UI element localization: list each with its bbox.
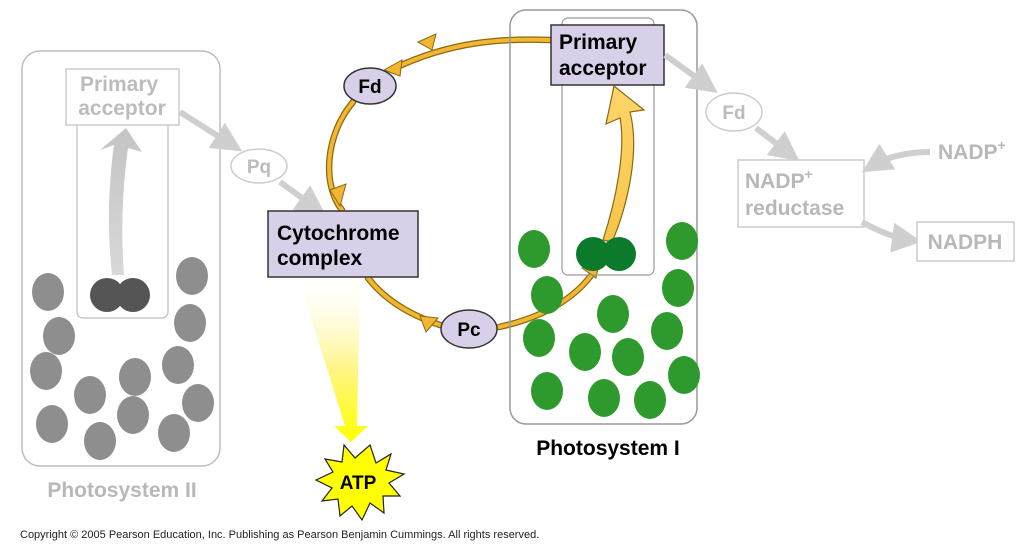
cytochrome-label-line2: complex <box>277 247 363 270</box>
nadp-reductase-sup: + <box>805 166 813 182</box>
nadp-plus-label: NADP <box>938 141 998 164</box>
atp-burst-star <box>314 443 406 522</box>
fd-carrier-out <box>705 92 763 132</box>
primary-acceptor-ps1 <box>550 24 665 86</box>
ps1-reaction-center-right <box>602 237 636 271</box>
arrow-fd-to-reductase <box>754 125 800 162</box>
primary-acceptor-ps2-line1: Primary <box>80 73 159 96</box>
photosystem-ii: Primary acceptor Photosystem II <box>21 50 221 502</box>
atp-energy-beam <box>298 276 368 442</box>
svg-text:NADP+: NADP+ <box>938 137 1006 164</box>
photosystem-ii-box <box>21 50 221 467</box>
atp-burst: ATP <box>314 443 406 522</box>
photosystem-i-inner-box <box>561 17 655 276</box>
pq-carrier <box>230 148 288 184</box>
fd-cycle-label: Fd <box>358 77 381 98</box>
photosystem-i-label: Photosystem I <box>536 437 680 460</box>
cytochrome-complex-box <box>267 210 419 278</box>
nadp-reductase-line1: NADP <box>745 170 805 193</box>
primary-acceptor-ps2-line2: acceptor <box>78 97 166 120</box>
primary-acceptor-ps2 <box>65 68 180 126</box>
primary-acceptor-ps1-line1: Primary <box>559 31 638 54</box>
arrow-acceptor-to-pq <box>178 109 243 152</box>
ps1-chlorophyll-molecules <box>518 222 700 419</box>
arrow-pq-to-cytochrome <box>278 179 326 216</box>
pc-carrier <box>440 309 498 349</box>
ps2-pigment-molecules <box>30 257 214 460</box>
nadph-box <box>916 221 1015 262</box>
cytochrome-label-line1: Cytochrome <box>277 222 400 245</box>
photosystem-ii-label: Photosystem II <box>47 479 196 502</box>
nadph-label: NADPH <box>928 231 1003 254</box>
copyright-notice: Copyright © 2005 Pearson Education, Inc.… <box>20 529 540 541</box>
arrow-reductase-to-nadph <box>860 219 922 253</box>
fd-out-label: Fd <box>722 103 745 124</box>
ps2-reaction-center-right <box>116 278 150 312</box>
nadp-reductase-box <box>737 159 865 228</box>
svg-text:Primary acceptor: Primary acceptor <box>78 73 166 120</box>
fd-carrier-cycle <box>343 67 397 105</box>
svg-text:Cytochrome complex: Cytochrome complex <box>277 222 405 270</box>
pc-label: Pc <box>457 320 481 341</box>
atp-label: ATP <box>340 473 377 494</box>
svg-text:NADP+ reductase: NADP+ reductase <box>745 161 844 220</box>
ps2-reaction-center-left <box>90 278 124 312</box>
ps2-excitation-arrow <box>100 128 142 275</box>
photosystem-i-box <box>509 9 698 425</box>
primary-acceptor-ps1-line2: acceptor <box>559 57 647 80</box>
arrow-acceptor-to-fd <box>663 52 718 94</box>
nadp-plus-sup: + <box>998 137 1006 153</box>
nadp-reductase-line2: reductase <box>745 197 844 220</box>
svg-text:Primary acceptor: Primary acceptor <box>559 31 647 80</box>
ps1-excitation-arrow <box>602 84 646 243</box>
photosystem-i: Primary acceptor Photosystem I <box>509 9 700 460</box>
arrow-nadp-to-reductase <box>861 143 931 173</box>
ps1-reaction-center-left <box>576 237 610 271</box>
pq-label: Pq <box>247 157 271 178</box>
